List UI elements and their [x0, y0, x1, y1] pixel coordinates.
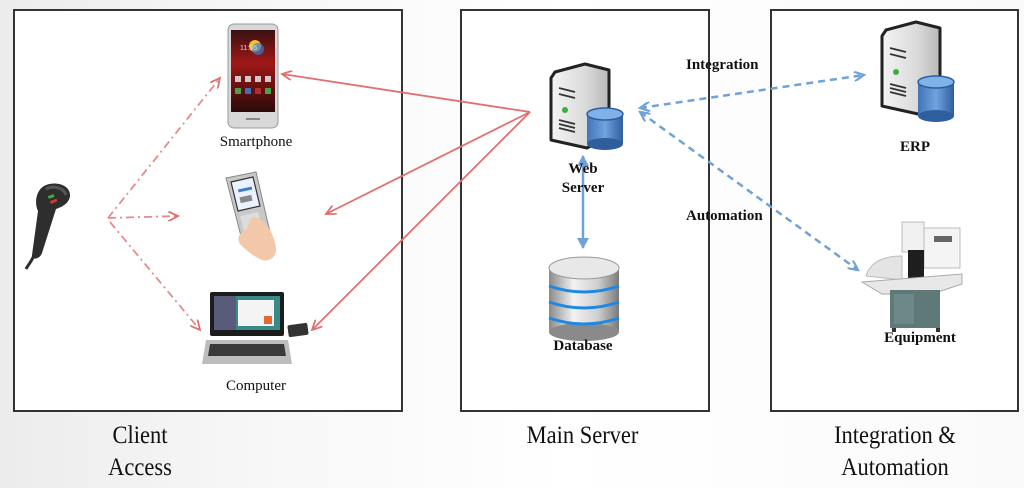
web-server-label-line1: Web — [568, 161, 598, 177]
erp-db-cylinder — [917, 75, 955, 122]
machine-icon — [860, 221, 963, 332]
smartphone-icon: 11:36 — [227, 23, 279, 129]
integration-automation-caption: Integration & Automation — [810, 420, 981, 484]
edge-server-handheld — [326, 111, 531, 214]
integ-caption-line2: Automation — [841, 454, 949, 481]
client-caption-line1: Client — [112, 422, 168, 449]
edge-label-automation: Automation — [686, 208, 763, 224]
smartphone-label: Smartphone — [219, 134, 293, 150]
web-server-icon — [549, 62, 624, 150]
edge-server-equipment — [640, 112, 858, 270]
handheld-terminal-icon — [225, 171, 277, 261]
edge-server-computer — [312, 111, 531, 330]
main-server-caption: Main Server — [504, 420, 662, 452]
client-access-caption: Client Access — [86, 420, 194, 484]
barcode-scanner-icon — [24, 183, 70, 270]
edge-server-erp — [640, 75, 864, 108]
scanner-links — [107, 78, 220, 330]
erp-label: ERP — [900, 139, 930, 155]
edge-scanner-handheld — [107, 216, 178, 218]
svg-text:11:36: 11:36 — [240, 45, 257, 52]
server-caption-line1: Main Server — [526, 422, 639, 449]
web-server-db-cylinder — [586, 107, 624, 150]
integration-links — [640, 75, 864, 270]
web-server-label: Web Server — [548, 160, 618, 198]
erp-server-icon — [880, 20, 955, 122]
server-client-links — [282, 74, 531, 330]
integ-caption-line1: Integration & — [834, 422, 956, 449]
edge-scanner-smartphone — [107, 78, 220, 219]
client-caption-line2: Access — [108, 454, 172, 481]
edge-server-smartphone — [282, 74, 531, 113]
edge-scanner-computer — [109, 221, 200, 330]
web-server-label-line2: Server — [561, 180, 605, 196]
database-label: Database — [553, 338, 613, 354]
laptop-icon — [202, 292, 309, 364]
computer-label: Computer — [226, 378, 286, 394]
database-icon — [548, 256, 620, 341]
edge-label-integration: Integration — [686, 57, 759, 73]
equipment-label: Equipment — [884, 330, 956, 346]
